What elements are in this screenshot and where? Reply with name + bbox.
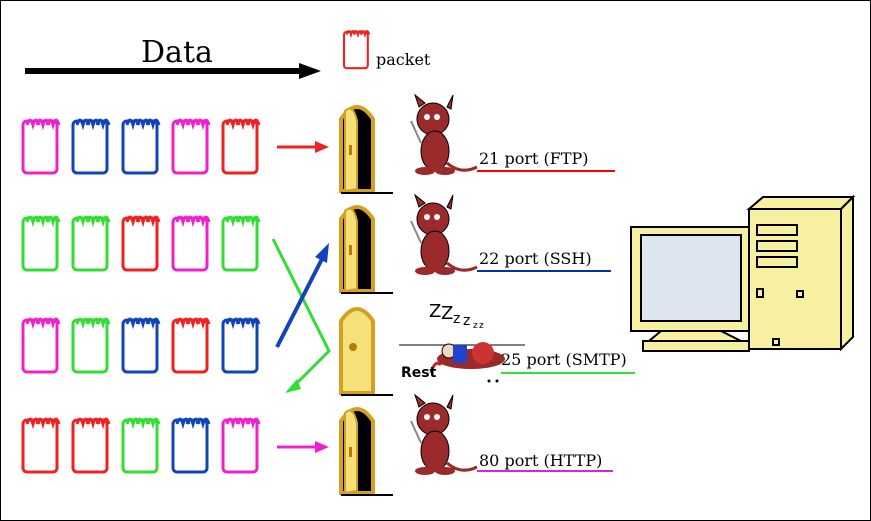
arrow-smtp-rejected [285, 379, 301, 393]
computer-screen [640, 234, 742, 322]
daemon-ssh [410, 193, 478, 275]
packet-r3-c2 [71, 317, 111, 374]
sleep-z-5: z [473, 321, 478, 331]
port-label-smtp: 25 port (SMTP) [501, 350, 627, 369]
server-computer [630, 194, 856, 352]
packet-r3-c4 [171, 317, 211, 374]
packet-r2-c3 [121, 215, 161, 272]
port-doors [339, 105, 393, 496]
door-smtp [339, 307, 393, 396]
packet-r2-c5 [221, 215, 261, 272]
packet-r4-c5 [221, 417, 261, 474]
data-title: Data [141, 35, 213, 70]
arrow-ssh [315, 243, 329, 263]
door-ftp [339, 105, 393, 194]
daemon-http [410, 393, 478, 475]
arrow-ftp [315, 141, 329, 153]
packet-legend-label: packet [376, 50, 431, 69]
packet-r1-c4 [171, 118, 211, 175]
data-direction-arrow [25, 63, 321, 79]
sleep-z-6: z [479, 321, 484, 331]
sleep-z-2: Z [441, 303, 454, 324]
packet-r3-c3 [121, 317, 161, 374]
packet-r4-c2 [71, 417, 111, 474]
packet-grid [21, 118, 261, 474]
packet-r1-c5 [221, 118, 261, 175]
packet-r2-c4 [171, 215, 211, 272]
packet-r3-c1 [21, 317, 61, 374]
daemon-ftp [410, 93, 478, 175]
packet-r3-c5 [221, 317, 261, 374]
routing-arrows [271, 141, 331, 453]
port-label-ssh: 22 port (SSH) [479, 249, 592, 268]
packet-r4-c3 [121, 417, 161, 474]
packet-r1-c2 [71, 118, 111, 175]
port-label-ftp: 21 port (FTP) [479, 149, 589, 168]
legend-packet-shape [342, 30, 371, 70]
packet-r1-c3 [121, 118, 161, 175]
port-daemons [410, 93, 478, 475]
packet-r1-c1 [21, 118, 61, 175]
port-underlines [477, 170, 635, 472]
sleep-z-4: z [463, 313, 471, 329]
packet-r4-c4 [171, 417, 211, 474]
sleeping-daemon [399, 342, 525, 383]
packet-legend-icon [342, 30, 371, 70]
packet-r2-c1 [21, 215, 61, 272]
door-ssh [339, 205, 393, 294]
rest-label: Rest [401, 365, 437, 381]
packet-r4-c1 [21, 417, 61, 474]
door-http [339, 407, 393, 496]
sleep-z-1: Z [429, 301, 442, 322]
sleep-z-3: z [453, 311, 461, 327]
port-label-http: 80 port (HTTP) [479, 451, 603, 470]
arrow-http [315, 441, 329, 453]
packet-r2-c2 [71, 215, 111, 272]
